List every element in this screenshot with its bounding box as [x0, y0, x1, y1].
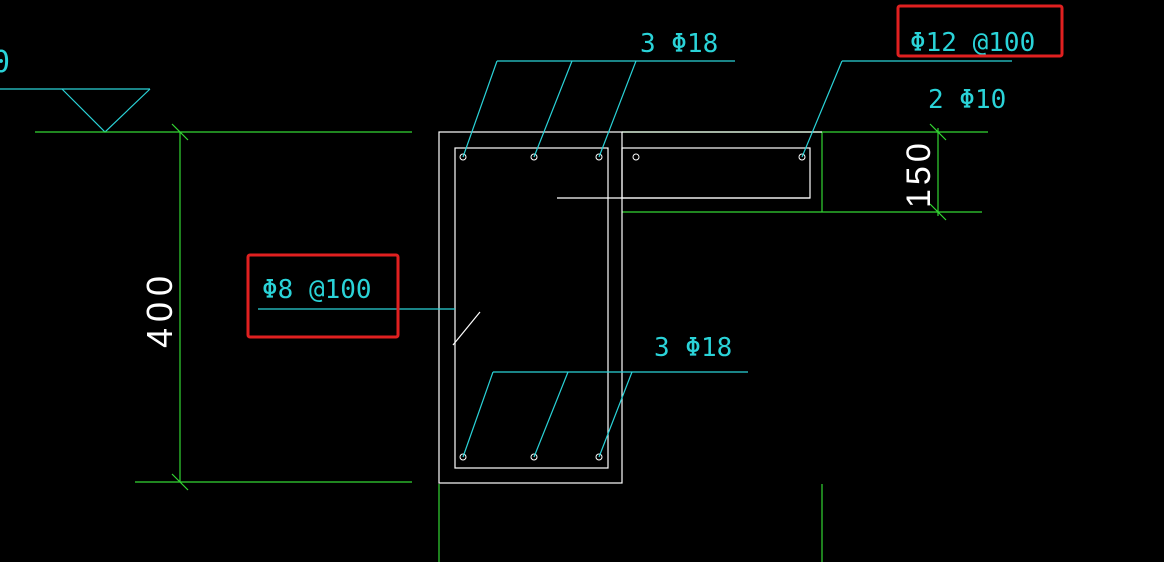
- label-top-distribution: Φ12 @100: [910, 28, 1035, 58]
- beam-section: [438, 131, 822, 484]
- dim-tick-top: [171, 123, 189, 141]
- rebar-slab-1: [632, 153, 640, 161]
- slab-dim-tick-bottom: [929, 203, 947, 221]
- beam-outline: [438, 131, 623, 484]
- slab-dim-tick-top: [929, 123, 947, 141]
- left-edge-label: 0: [0, 45, 10, 80]
- rebar-dots: [459, 153, 806, 461]
- highlight-stirrup: [246, 253, 400, 339]
- stirrup-outline: [454, 147, 609, 469]
- leader-lines: [258, 60, 1012, 458]
- highlight-boxes: [246, 4, 1064, 339]
- stirrup-hook: [452, 311, 481, 346]
- slab-rebar-outline: [621, 147, 811, 199]
- label-slab-bars: 2 Φ10: [928, 85, 1006, 115]
- dimension-400: 400: [139, 270, 180, 348]
- highlight-top-distribution: [896, 4, 1064, 58]
- label-stirrup: Φ8 @100: [262, 275, 372, 305]
- dim-tick-bottom: [171, 473, 189, 491]
- label-bottom-bars: 3 Φ18: [654, 333, 732, 363]
- label-top-bars: 3 Φ18: [640, 29, 718, 59]
- dimension-150: 150: [900, 139, 938, 208]
- elevation-marker: [0, 88, 151, 133]
